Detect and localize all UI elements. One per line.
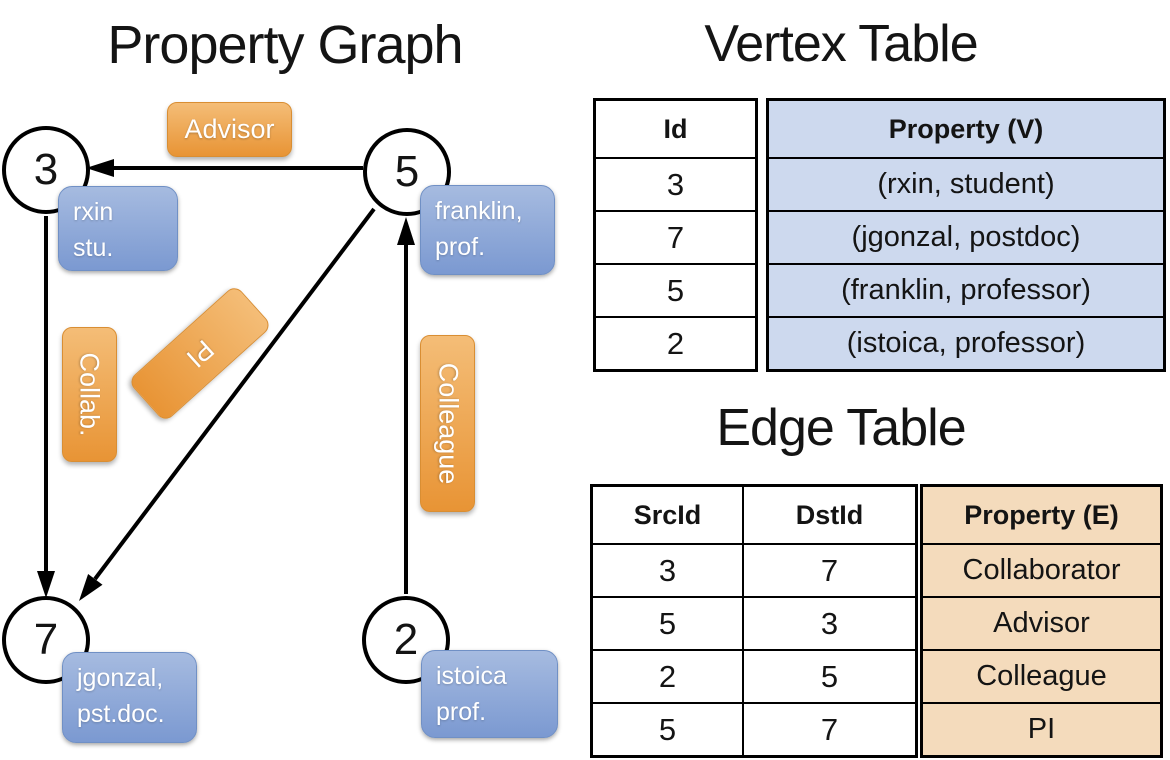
vertex-table-id-column: Id 3 7 5 2: [593, 98, 758, 372]
node-property-line: franklin,: [435, 197, 523, 225]
vertex-table-property-header: Property (V): [888, 113, 1044, 144]
node-property-card-jgonzal: jgonzal, pst.doc.: [62, 652, 197, 743]
node-property-line: istoica: [436, 662, 507, 690]
edge-dst-cell: 3: [742, 596, 915, 649]
vertex-property-cell: (istoica, professor): [769, 316, 1163, 369]
edge-label-colleague: Colleague: [420, 335, 475, 512]
edge-pi-arrow: [79, 207, 376, 601]
edge-table-title: Edge Table: [716, 399, 966, 457]
edge-src-cell: 2: [593, 649, 742, 702]
vertex-id-cell: 5: [596, 263, 755, 316]
edge-label-text: Advisor: [184, 114, 275, 144]
edge-colleague-arrow: [397, 217, 415, 594]
edge-property-cell: Collaborator: [923, 543, 1160, 596]
node-property-line: prof.: [435, 232, 486, 261]
edge-label-text: PI: [180, 334, 220, 374]
edge-src-cell: 5: [593, 596, 742, 649]
vertex-node-2-id: 2: [393, 615, 419, 664]
edge-src-cell: 3: [593, 543, 742, 596]
edge-table-property-column: Property (E) Collaborator Advisor Collea…: [920, 484, 1163, 758]
node-property-line: jgonzal,: [77, 664, 164, 692]
edge-table-property-header: Property (E): [964, 499, 1119, 530]
edge-property-cell: Advisor: [923, 596, 1160, 649]
vertex-node-7-id: 7: [33, 615, 59, 664]
edge-dst-cell: 7: [742, 543, 915, 596]
edge-label-collab: Collab.: [62, 327, 117, 462]
edge-src-cell: 5: [593, 702, 742, 755]
node-property-card-franklin: franklin, prof.: [420, 185, 555, 275]
vertex-node-2: 2: [362, 596, 450, 684]
edge-advisor-arrow: [86, 159, 363, 177]
vertex-id-cell: 7: [596, 210, 755, 263]
vertex-table-property-column: Property (V) (rxin, student) (jgonzal, p…: [766, 98, 1166, 372]
node-property-card-istoica: istoica prof.: [421, 650, 558, 738]
vertex-node-3-id: 3: [33, 145, 59, 194]
property-graph-title: Property Graph: [107, 15, 463, 75]
edge-dst-cell: 7: [742, 702, 915, 755]
edges-layer: [37, 159, 415, 601]
vertex-property-cell: (rxin, student): [769, 157, 1163, 210]
edge-property-cell: PI: [923, 702, 1160, 755]
vertex-property-cell: (franklin, professor): [769, 263, 1163, 316]
node-property-card-rxin: rxin stu.: [58, 186, 178, 271]
vertex-table-title: Vertex Table: [704, 15, 978, 73]
node-property-line: prof.: [436, 697, 487, 726]
edge-dst-cell: 5: [742, 649, 915, 702]
edge-table-src-header: SrcId: [633, 499, 702, 530]
vertex-table-id-header: Id: [663, 113, 688, 144]
edge-label-text: Colleague: [433, 362, 463, 485]
node-property-line: stu.: [73, 233, 114, 262]
vertex-id-cell: 2: [596, 316, 755, 369]
vertex-id-cell: 3: [596, 157, 755, 210]
edge-table-dst-header: DstId: [742, 487, 915, 543]
edge-collaborator-arrow: [37, 216, 55, 598]
edge-table-src-dst-columns: SrcId DstId 3 7 5 3 2 5 5 7: [590, 484, 918, 758]
edge-label-advisor: Advisor: [167, 102, 292, 157]
vertex-node-5-id: 5: [394, 147, 420, 196]
edge-label-text: Collab.: [75, 352, 106, 437]
node-property-line: pst.doc.: [77, 699, 165, 728]
vertex-property-cell: (jgonzal, postdoc): [769, 210, 1163, 263]
edge-property-cell: Colleague: [923, 649, 1160, 702]
node-property-line: rxin: [73, 198, 114, 226]
